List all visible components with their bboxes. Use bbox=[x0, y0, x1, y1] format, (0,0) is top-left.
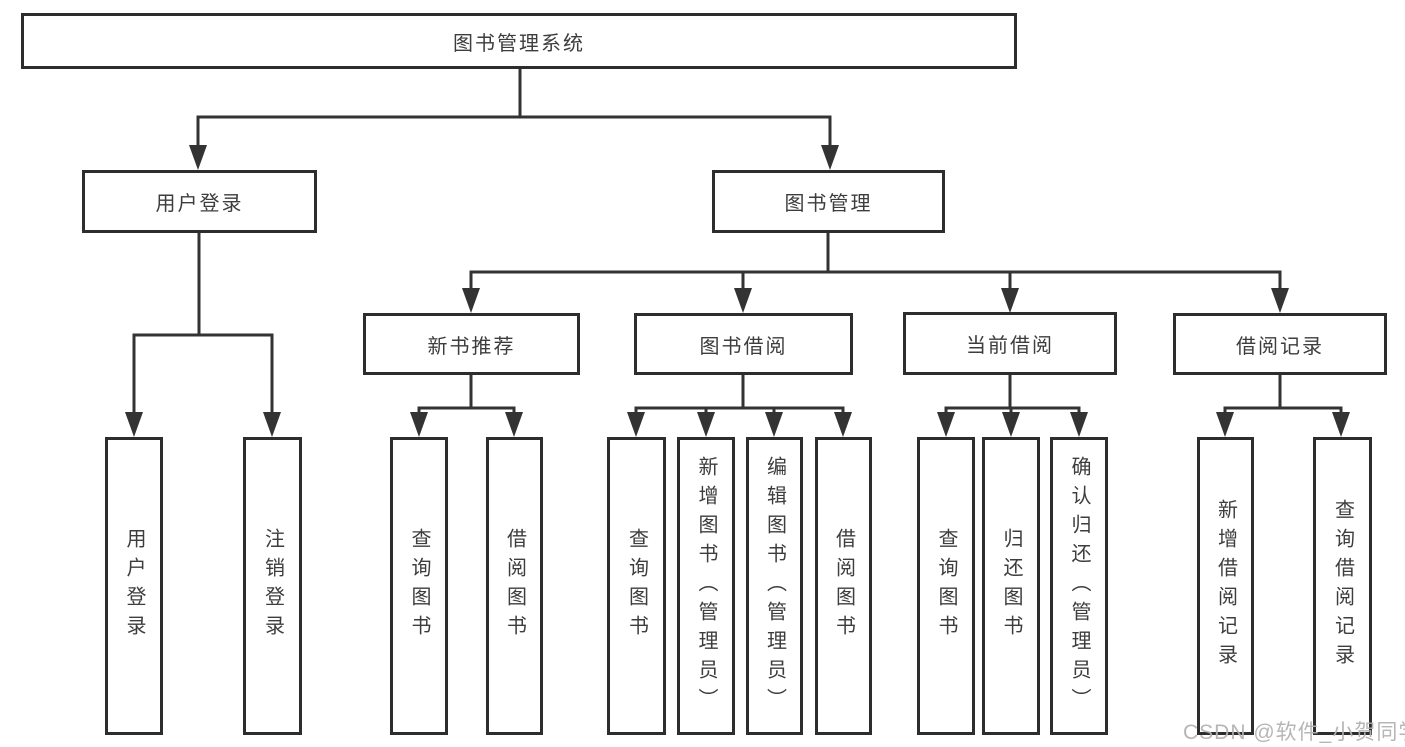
node-label: 用户登录 bbox=[123, 528, 145, 644]
node-label: 借阅记录 bbox=[1236, 335, 1324, 358]
node-current-borrowing: 当前借阅 bbox=[903, 312, 1117, 375]
leaf-query-borrow-record: 查询借阅记录 bbox=[1313, 437, 1372, 735]
node-label: 查询图书 bbox=[935, 528, 957, 644]
node-label: 图书借阅 bbox=[699, 335, 788, 358]
node-user-login: 用户登录 bbox=[82, 170, 317, 233]
leaf-logout-login: 注销登录 bbox=[243, 437, 302, 735]
node-label: 查询借阅记录 bbox=[1331, 499, 1354, 673]
node-label: 借阅图书 bbox=[503, 528, 526, 644]
node-book-borrowing: 图书借阅 bbox=[634, 313, 853, 375]
node-book-management-system: 图书管理系统 bbox=[21, 13, 1017, 69]
leaf-borrow-books-recommend: 借阅图书 bbox=[486, 437, 543, 735]
node-label: 图书管理系统 bbox=[453, 32, 585, 55]
node-label: 新书推荐 bbox=[427, 335, 516, 358]
leaf-add-borrow-record: 新增借阅记录 bbox=[1197, 437, 1254, 735]
node-borrowing-records: 借阅记录 bbox=[1173, 313, 1387, 375]
node-label: 用户登录 bbox=[155, 193, 244, 215]
leaf-query-books-borrowing: 查询图书 bbox=[607, 437, 666, 735]
node-label: 查询图书 bbox=[408, 528, 430, 644]
leaf-add-books-admin: 新增图书（管理员） bbox=[677, 437, 735, 735]
leaf-edit-books-admin: 编辑图书（管理员） bbox=[746, 437, 803, 735]
node-label: 借阅图书 bbox=[832, 528, 855, 644]
node-new-book-recommend: 新书推荐 bbox=[363, 313, 580, 375]
node-label: 图书管理 bbox=[784, 193, 873, 215]
watermark: CSDN @软件_小贺同学 bbox=[1183, 721, 1405, 744]
node-label: 查询图书 bbox=[625, 528, 648, 644]
leaf-confirm-return-admin: 确认归还（管理员） bbox=[1050, 437, 1108, 735]
node-label: 新增借阅记录 bbox=[1214, 499, 1237, 673]
node-label: 确认归还（管理员） bbox=[1068, 455, 1090, 717]
leaf-borrow-books: 借阅图书 bbox=[815, 437, 872, 735]
leaf-query-books-current: 查询图书 bbox=[917, 437, 975, 735]
node-label: 归还图书 bbox=[1000, 528, 1022, 644]
node-label: 新增图书（管理员） bbox=[695, 455, 717, 717]
leaf-return-books: 归还图书 bbox=[982, 437, 1040, 735]
node-label: 注销登录 bbox=[261, 528, 284, 644]
leaf-query-books-recommend: 查询图书 bbox=[390, 437, 448, 735]
node-book-management: 图书管理 bbox=[712, 170, 945, 233]
node-label: 编辑图书（管理员） bbox=[763, 455, 786, 717]
leaf-user-login: 用户登录 bbox=[105, 437, 163, 735]
node-label: 当前借阅 bbox=[966, 335, 1054, 357]
